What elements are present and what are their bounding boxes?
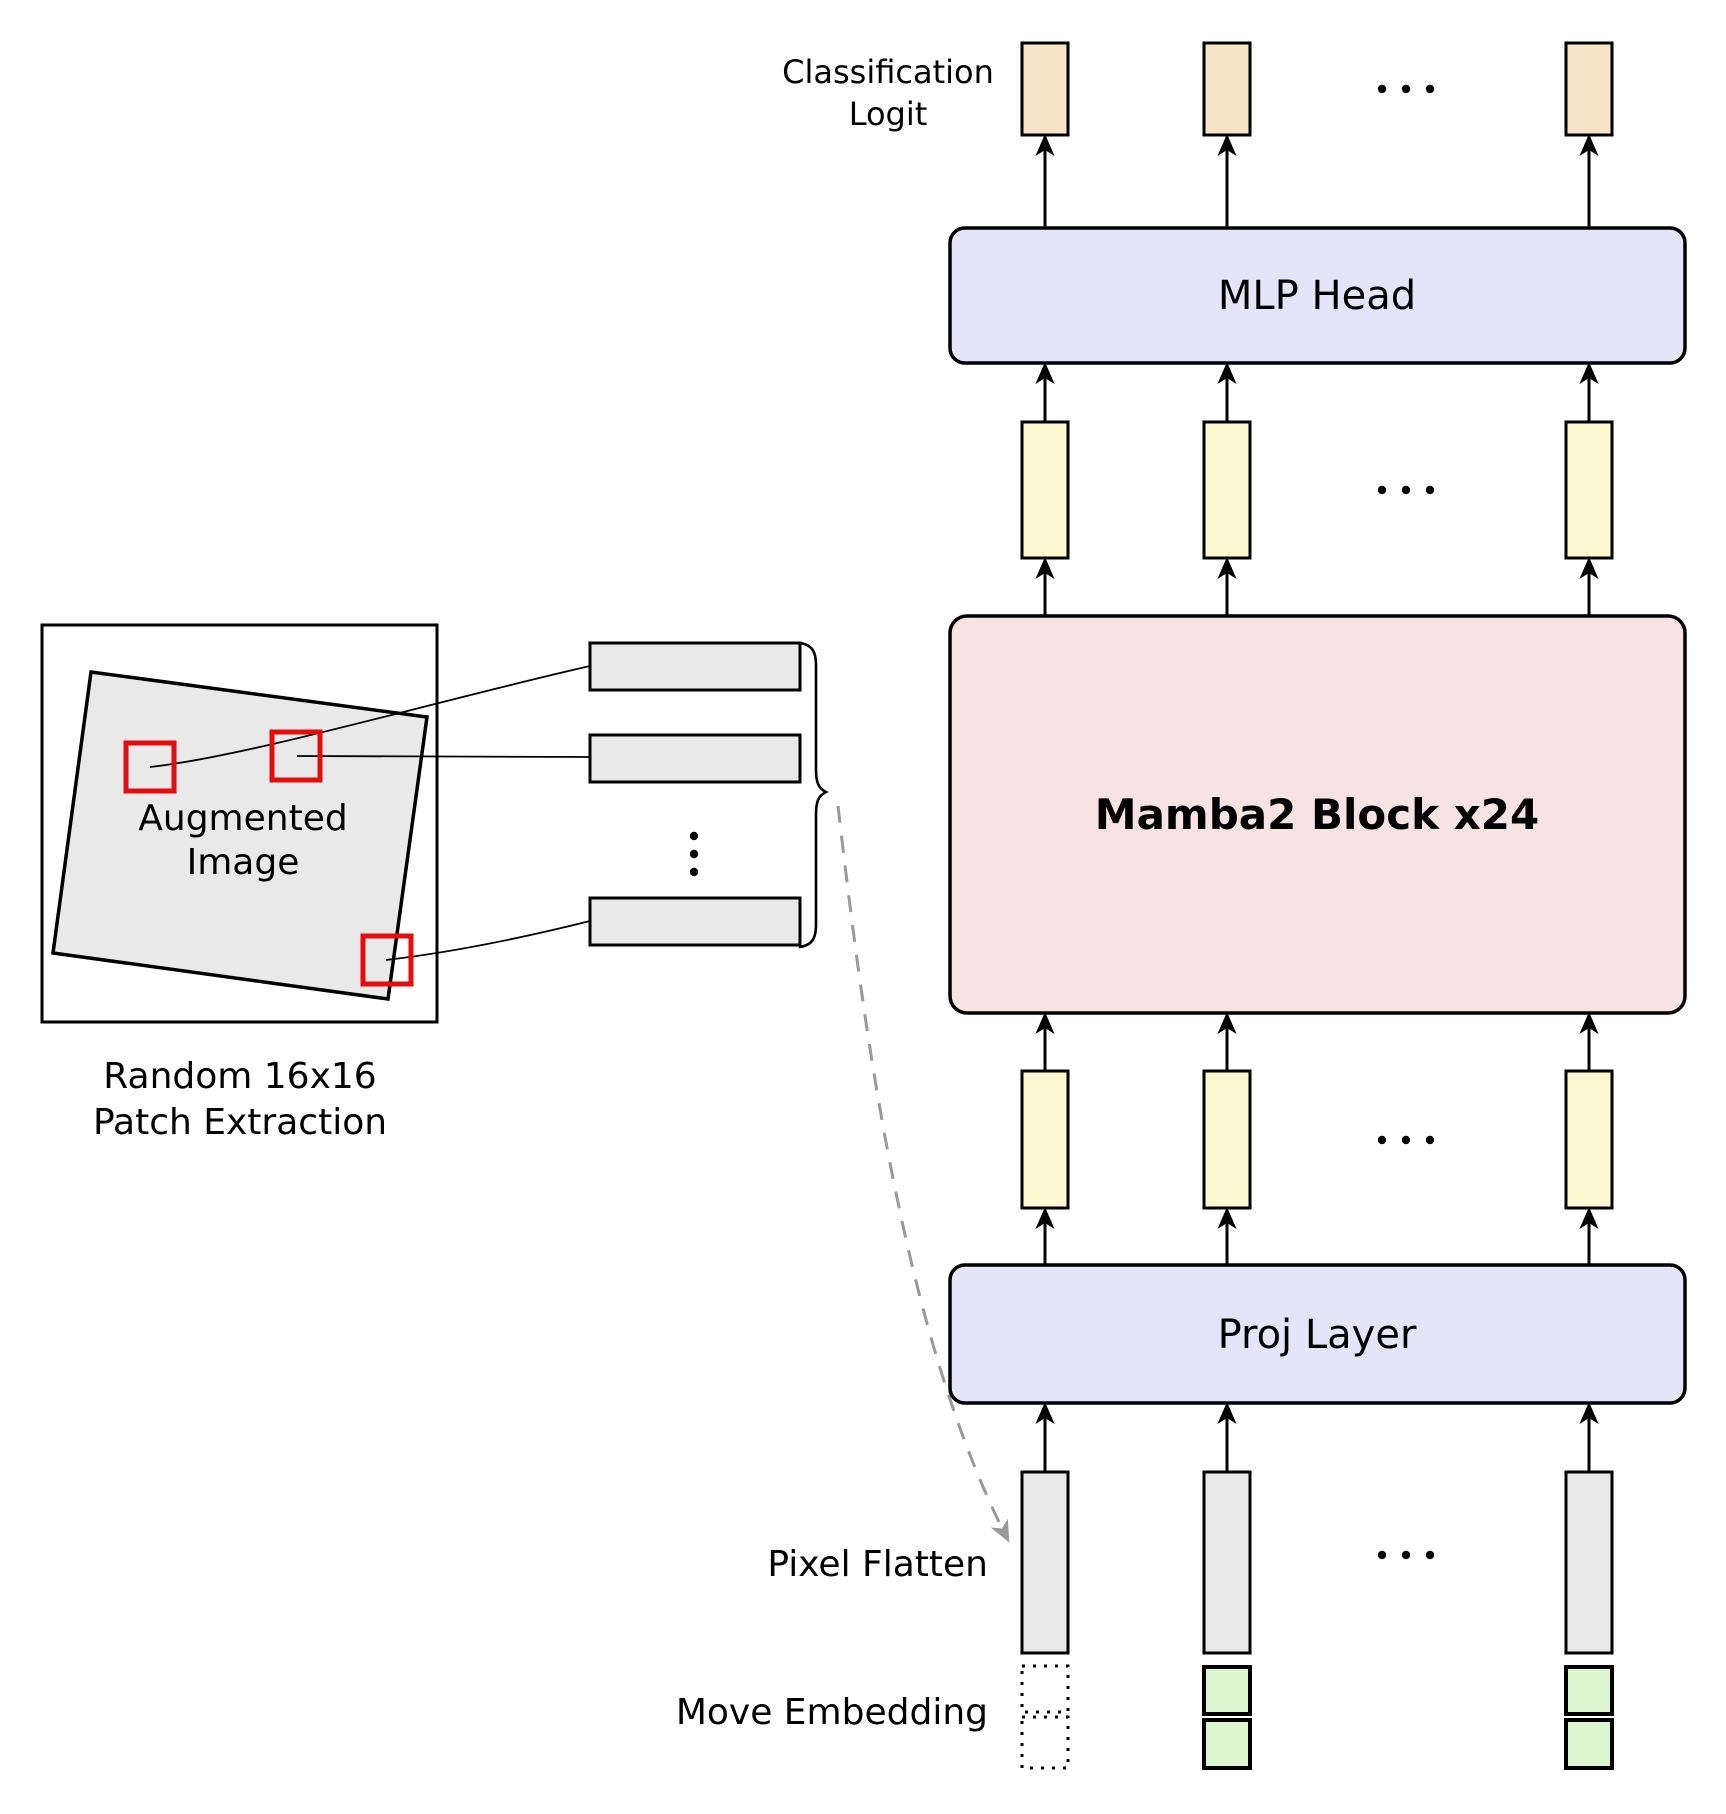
mlp-head-block: [948, 226, 1687, 365]
move-embedding-cell: [1564, 1665, 1614, 1716]
logit-bar: [1020, 41, 1070, 137]
ellipsis-horizontal-icon: [1377, 1550, 1435, 1560]
panel-caption-line1: Random 16x16: [103, 1056, 376, 1097]
move-embedding-cell: [1202, 1718, 1252, 1770]
token-bar-lower: [1020, 1069, 1070, 1210]
patch-vector-list: [588, 641, 1010, 1543]
flow-arrows: [1035, 134, 1599, 1472]
token-bar-upper: [1020, 420, 1070, 560]
patch-marker: [360, 933, 414, 987]
augmented-image-label-line1: Augmented: [138, 798, 347, 839]
ellipsis-horizontal-icon: [1377, 485, 1435, 495]
patch-connector-line: [149, 665, 591, 768]
pixel-flatten-label: Pixel Flatten: [767, 1544, 988, 1585]
pixel-flatten-bar: [1564, 1470, 1614, 1655]
move-embedding-cell: [1564, 1718, 1614, 1770]
patch-marker: [123, 740, 177, 794]
move-embedding-cell: [1202, 1665, 1252, 1716]
ellipsis-vertical-icon: [689, 831, 699, 877]
proj-layer-label: Proj Layer: [1218, 1312, 1417, 1358]
ellipsis-horizontal-icon: [1377, 1135, 1435, 1145]
token-bar-upper: [1564, 420, 1614, 560]
pixel-flatten-bar: [1202, 1470, 1252, 1655]
move-embedding-cell-empty: [1020, 1664, 1070, 1714]
move-embedding-label: Move Embedding: [676, 1692, 988, 1733]
ellipsis-horizontal-icon: [1377, 84, 1435, 94]
patch-connector-line: [296, 755, 591, 758]
logit-bar: [1202, 41, 1252, 137]
pipeline: MLP Head Mamba2 Block x24 Proj Layer: [676, 41, 1687, 1770]
mamba2-block-label: Mamba2 Block x24: [1095, 790, 1539, 839]
patch-vector-bar: [588, 733, 802, 784]
curly-brace: [798, 641, 829, 949]
mamba2-block: [948, 614, 1687, 1015]
classification-logit-label-line2: Logit: [849, 95, 928, 133]
patch-vector-bar: [588, 641, 802, 692]
augmented-image-label-line2: Image: [187, 842, 300, 883]
classification-logit-label-line1: Classification: [782, 53, 994, 91]
pixel-flatten-bar: [1020, 1470, 1070, 1655]
logit-bar: [1564, 41, 1614, 137]
mlp-head-label: MLP Head: [1218, 273, 1416, 319]
patch-marker: [269, 729, 323, 783]
patch-extraction-panel: Augmented Image Random 16x16 Patch Extra…: [40, 623, 591, 1143]
panel-caption-line2: Patch Extraction: [93, 1102, 387, 1143]
move-embedding-cell-empty: [1020, 1715, 1070, 1770]
token-bar-lower: [1564, 1069, 1614, 1210]
token-bar-upper: [1202, 420, 1252, 560]
proj-layer-block: [948, 1263, 1687, 1405]
patch-vector-bar: [588, 896, 802, 947]
augmented-image-quad: [51, 670, 429, 1001]
token-bar-lower: [1202, 1069, 1252, 1210]
flatten-flow-dashed-arrow: [836, 805, 1010, 1543]
